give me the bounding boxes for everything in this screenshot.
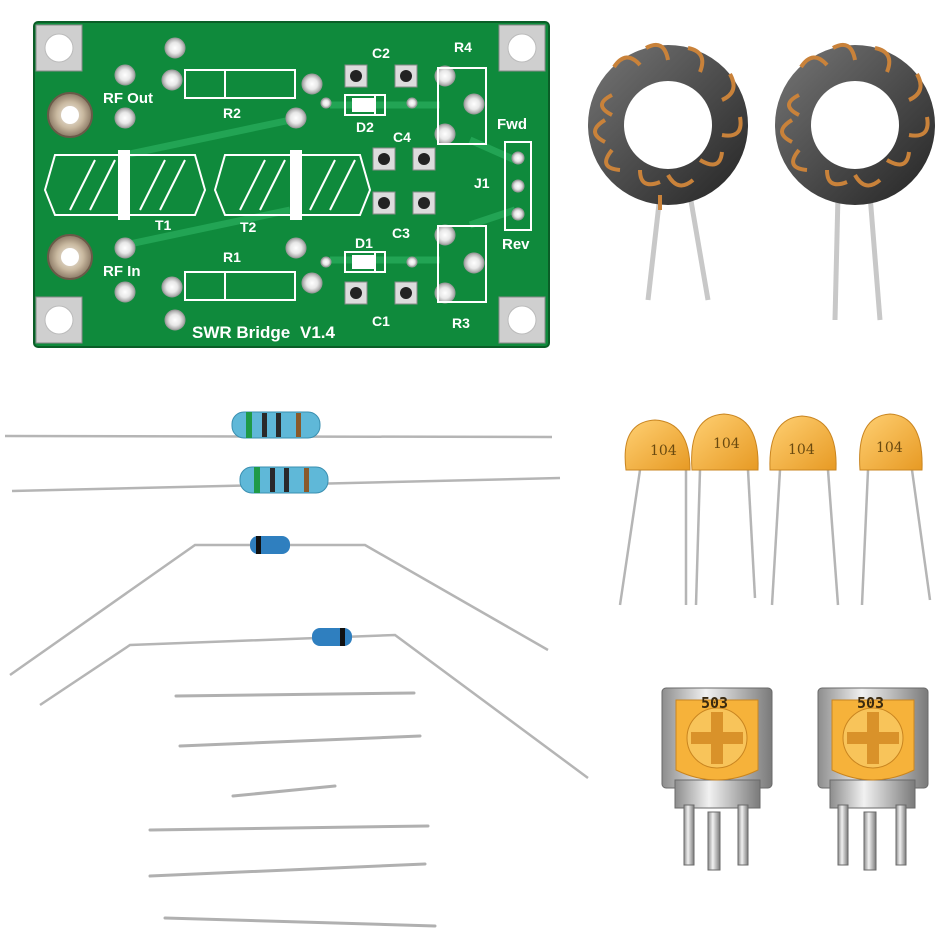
transformer-center-pads xyxy=(118,150,302,220)
capacitor-code-2: 104 xyxy=(713,436,740,452)
through-holes xyxy=(114,37,485,331)
rev-label: Rev xyxy=(502,236,530,253)
diode-2 xyxy=(39,628,589,780)
r4-label: R4 xyxy=(454,39,472,55)
ceramic-capacitor-4: 104 xyxy=(859,413,932,606)
ceramic-capacitor-2: 104 xyxy=(691,413,759,606)
trimmer-pot-2: 503 xyxy=(817,687,929,871)
j1-pins xyxy=(511,151,525,221)
wire-links xyxy=(148,691,437,928)
c3-label: C3 xyxy=(392,225,410,241)
c1-label: C1 xyxy=(372,313,390,329)
ceramic-capacitor-3: 104 xyxy=(769,415,840,606)
c2-label: C2 xyxy=(372,45,390,61)
wire-link xyxy=(174,691,416,698)
t2-label: T2 xyxy=(240,219,257,235)
capacitor-code-1: 104 xyxy=(650,443,677,459)
pcb-board: RF Out RF In Fwd Rev C2 R4 R2 D2 C4 J1 T… xyxy=(33,21,550,348)
r2-label: R2 xyxy=(223,105,241,121)
toroid-coil-2 xyxy=(775,43,935,321)
c4-label: C4 xyxy=(393,129,411,145)
pcb-version: V1.4 xyxy=(300,323,336,342)
rf-in-label: RF In xyxy=(103,263,141,280)
r3-label: R3 xyxy=(452,315,470,331)
pcb-title: SWR Bridge xyxy=(192,323,290,342)
d1-label: D1 xyxy=(355,235,373,251)
transformer-hatching xyxy=(69,159,356,211)
trimmer-pot-1: 503 xyxy=(661,687,773,871)
trimmer-code-1: 503 xyxy=(701,694,728,712)
rf-out-label: RF Out xyxy=(103,90,153,107)
t1-label: T1 xyxy=(155,217,172,233)
ceramic-capacitor-1: 104 xyxy=(618,419,691,606)
wire-link xyxy=(163,916,437,928)
d1-silk xyxy=(352,255,374,269)
wire-link xyxy=(178,734,422,748)
d2-silk xyxy=(352,98,374,112)
diode-1 xyxy=(9,536,549,677)
trimmer-code-2: 503 xyxy=(857,694,884,712)
resistor-1 xyxy=(4,411,553,439)
resistor-2 xyxy=(11,466,561,494)
smd-dots xyxy=(350,70,430,299)
capacitor-code-4: 104 xyxy=(876,440,903,456)
capacitor-code-3: 104 xyxy=(788,442,815,458)
wire-link xyxy=(148,862,427,878)
wire-link xyxy=(148,824,430,832)
d2-label: D2 xyxy=(356,119,374,135)
j1-label: J1 xyxy=(474,175,490,191)
silkscreen xyxy=(43,67,532,303)
wire-link xyxy=(231,784,337,798)
mounting-holes xyxy=(35,24,546,344)
r1-label: R1 xyxy=(223,249,241,265)
fwd-label: Fwd xyxy=(497,116,527,133)
toroid-coil-1 xyxy=(588,43,748,301)
